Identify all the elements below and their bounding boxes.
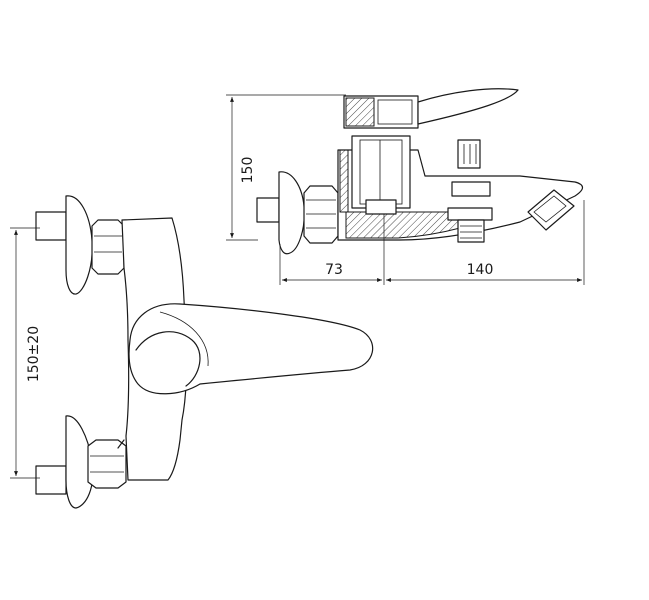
diverter-knob xyxy=(457,139,481,169)
section-view xyxy=(256,88,584,255)
upper-nut xyxy=(91,219,125,275)
upper-inlet-pipe xyxy=(35,211,67,241)
dimension-label-150: 150 xyxy=(240,157,256,184)
dimension-label-center: 150±20 xyxy=(26,326,42,382)
upper-escutcheon xyxy=(65,195,93,295)
wall-escutcheon xyxy=(278,171,305,255)
bottom-dimensions: 150±20 xyxy=(10,227,42,479)
lower-nut xyxy=(87,439,127,489)
front-lever-handle xyxy=(128,303,374,395)
lower-escutcheon xyxy=(65,415,94,509)
wall-pipe-stub xyxy=(256,197,280,223)
front-view xyxy=(35,195,374,509)
connection-nut xyxy=(303,185,339,244)
dimension-label-140: 140 xyxy=(467,262,494,278)
cartridge xyxy=(351,135,411,209)
lower-inlet-pipe xyxy=(35,465,67,495)
aerator xyxy=(527,189,575,231)
lever-handle xyxy=(417,88,519,125)
top-dimensions: 150 73 140 xyxy=(226,94,585,285)
shower-outlet xyxy=(457,219,485,243)
dimension-label-73: 73 xyxy=(325,262,343,278)
